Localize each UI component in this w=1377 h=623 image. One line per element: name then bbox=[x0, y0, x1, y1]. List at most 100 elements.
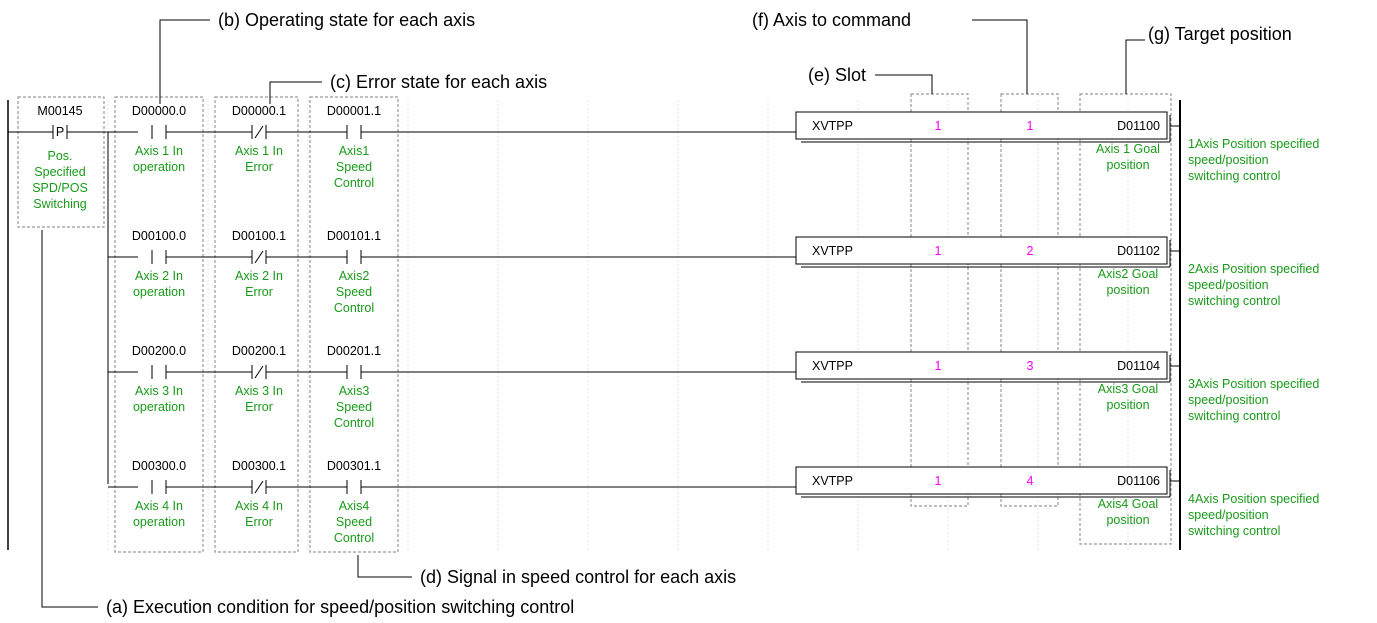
error-contact[interactable]: D00200.1Axis 3 In Error bbox=[232, 344, 286, 414]
annotation-d: (d) Signal in speed control for each axi… bbox=[357, 555, 736, 587]
function-block-frame bbox=[795, 351, 1168, 380]
operating-contact-comment-1: operation bbox=[133, 160, 185, 174]
target-comment-0: Axis 1 Goal bbox=[1096, 142, 1160, 156]
speed-contact-comment-2: Control bbox=[334, 416, 374, 430]
operating-contact-address: D00300.0 bbox=[132, 459, 186, 473]
error-contact-comment-1: Error bbox=[245, 285, 273, 299]
target-comment-1: position bbox=[1106, 283, 1149, 297]
target-comment-1: position bbox=[1106, 158, 1149, 172]
slot-operand: 1 bbox=[935, 474, 942, 488]
speed-contact-comment-2: Control bbox=[334, 176, 374, 190]
rung-comment-0: 4Axis Position specified bbox=[1188, 492, 1319, 506]
annotation-b-label: (b) Operating state for each axis bbox=[218, 10, 475, 30]
rung-comment-2: switching control bbox=[1188, 294, 1280, 308]
speed-contact-comment-1: Speed bbox=[336, 515, 372, 529]
error-contact-comment-1: Error bbox=[245, 160, 273, 174]
rung-comment-1: speed/position bbox=[1188, 393, 1269, 407]
box-operating-state bbox=[114, 96, 204, 553]
error-contact-address: D00100.1 bbox=[232, 229, 286, 243]
slot-operand: 1 bbox=[935, 244, 942, 258]
function-block-frame bbox=[795, 466, 1168, 495]
function-name: XVTPP bbox=[812, 119, 853, 133]
annotation-c: (c) Error state for each axis bbox=[269, 72, 547, 104]
speed-contact-comment-1: Speed bbox=[336, 400, 372, 414]
speed-contact-address: D00201.1 bbox=[327, 344, 381, 358]
axis-operand: 1 bbox=[1027, 119, 1034, 133]
box-input-condition bbox=[17, 96, 105, 228]
box-axis bbox=[1000, 93, 1059, 507]
box-error-state bbox=[214, 96, 299, 553]
target-operand: D01106 bbox=[1117, 474, 1160, 488]
speed-contact-comment-1: Speed bbox=[336, 285, 372, 299]
input-comment-line-0: Pos. bbox=[47, 149, 72, 163]
error-contact-nc-slash bbox=[254, 365, 264, 379]
error-contact-comment-0: Axis 2 In bbox=[235, 269, 283, 283]
error-contact[interactable]: D00100.1Axis 2 In Error bbox=[232, 229, 286, 299]
speed-contact-comment-0: Axis2 bbox=[339, 269, 370, 283]
error-contact-nc-slash bbox=[254, 480, 264, 494]
input-comment-line-2: SPD/POS bbox=[32, 181, 88, 195]
annotation-f: (f) Axis to command bbox=[752, 10, 1028, 94]
speed-contact-comment-0: Axis4 bbox=[339, 499, 370, 513]
error-contact-comment-1: Error bbox=[245, 400, 273, 414]
operating-contact-address: D00000.0 bbox=[132, 104, 186, 118]
operating-contact-comment-0: Axis 4 In bbox=[135, 499, 183, 513]
rung-comment-0: 1Axis Position specified bbox=[1188, 137, 1319, 151]
annotation-e-label: (e) Slot bbox=[808, 65, 866, 85]
annotation-g-label: (g) Target position bbox=[1148, 24, 1292, 44]
operating-contact-comment-1: operation bbox=[133, 400, 185, 414]
box-slot bbox=[910, 93, 969, 507]
function-block-xvtpp[interactable]: XVTPP 1 2 D01102 bbox=[795, 236, 1180, 268]
error-contact-comment-0: Axis 3 In bbox=[235, 384, 283, 398]
speed-contact-comment-0: Axis1 bbox=[339, 144, 370, 158]
error-contact-nc-slash bbox=[254, 125, 264, 139]
speed-contact-comment-0: Axis3 bbox=[339, 384, 370, 398]
box-speed-control bbox=[309, 96, 399, 553]
operating-contact-address: D00200.0 bbox=[132, 344, 186, 358]
axis-operand: 4 bbox=[1027, 474, 1034, 488]
target-operand: D01100 bbox=[1117, 119, 1160, 133]
operating-contact-address: D00100.0 bbox=[132, 229, 186, 243]
target-comment-0: Axis2 Goal bbox=[1098, 267, 1158, 281]
rung-comment-2: switching control bbox=[1188, 409, 1280, 423]
rung-comment-1: speed/position bbox=[1188, 153, 1269, 167]
error-contact-nc-slash bbox=[254, 250, 264, 264]
target-comment-1: position bbox=[1106, 513, 1149, 527]
function-name: XVTPP bbox=[812, 244, 853, 258]
axis-operand: 3 bbox=[1027, 359, 1034, 373]
annotation-b: (b) Operating state for each axis bbox=[159, 10, 475, 104]
error-contact-address: D00000.1 bbox=[232, 104, 286, 118]
target-operand: D01102 bbox=[1117, 244, 1160, 258]
error-contact-address: D00200.1 bbox=[232, 344, 286, 358]
annotation-a: (a) Execution condition for speed/positi… bbox=[41, 230, 574, 617]
input-contact-address: M00145 bbox=[37, 104, 82, 118]
target-comment-0: Axis3 Goal bbox=[1098, 382, 1158, 396]
axis-operand: 2 bbox=[1027, 244, 1034, 258]
annotation-d-label: (d) Signal in speed control for each axi… bbox=[420, 567, 736, 587]
target-comment-0: Axis4 Goal bbox=[1098, 497, 1158, 511]
operating-contact-comment-1: operation bbox=[133, 515, 185, 529]
function-block-frame bbox=[795, 111, 1168, 140]
target-comment-1: position bbox=[1106, 398, 1149, 412]
rung-comment-2: switching control bbox=[1188, 169, 1280, 183]
input-comment-line-3: Switching bbox=[33, 197, 87, 211]
